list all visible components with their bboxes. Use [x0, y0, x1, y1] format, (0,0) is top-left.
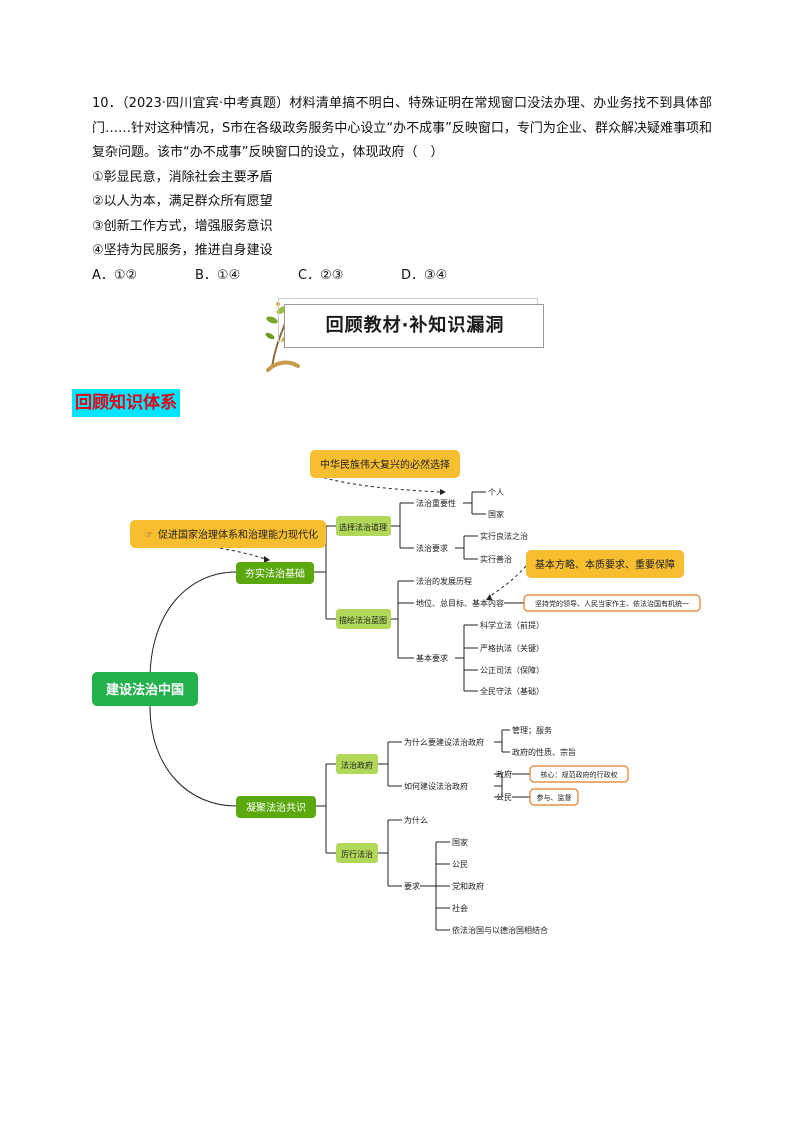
gov-why-item-2: 政府的性质、宗旨	[512, 747, 576, 757]
status-note-label: 基本方略、本质要求、重要保障	[535, 558, 675, 571]
importance-label: 法治重要性	[416, 498, 456, 508]
requirement-item-1: 实行良法之治	[480, 531, 528, 541]
status-note2-box	[523, 594, 701, 612]
question-block: 10．（2023·四川宜宾·中考真题）材料清单搞不明白、特殊证明在常规窗口没法办…	[92, 92, 712, 288]
knowledge-mindmap: 建设法治中国 夯实法治基础 ☞ 促进国家治理体系和治理能力现代化 中华民族伟大复…	[92, 450, 701, 935]
gov-label: 法治政府	[341, 760, 373, 770]
pointer-icon: ☞	[144, 530, 153, 541]
practice-req-item-3: 党和政府	[452, 881, 484, 891]
choose-node[interactable]	[336, 516, 391, 536]
note-modernization	[130, 520, 326, 548]
gov-why-label: 为什么要建设法治政府	[404, 737, 484, 747]
how-gov-note-box	[529, 765, 629, 783]
how-citizen-note-box	[529, 788, 579, 806]
gov-why-item-1: 管理；服务	[512, 725, 552, 735]
choice-c[interactable]: C．②③	[298, 267, 344, 283]
choice-a[interactable]: A．①②	[92, 267, 138, 283]
banner-frame	[284, 304, 544, 348]
gov-node[interactable]	[336, 754, 378, 774]
root-label: 建设法治中国	[106, 682, 184, 698]
status-label: 地位、总目标、基本内容	[416, 598, 504, 608]
statement-1: ①彰显民意，消除社会主要矛盾	[92, 169, 273, 185]
basic-item-2: 严格执法（关键）	[480, 643, 544, 653]
practice-label: 厉行法治	[341, 849, 373, 859]
section-banner: 回顾教材·补知识漏洞	[258, 296, 550, 372]
requirement-item-2: 实行善治	[480, 554, 512, 564]
basic-item-3: 公正司法（保障）	[480, 665, 544, 675]
how-citizen-label: 公民	[496, 793, 512, 802]
importance-item-2: 国家	[488, 509, 504, 519]
statement-2: ②以人为本，满足群众所有愿望	[92, 194, 273, 209]
practice-req-item-2: 公民	[452, 860, 468, 869]
note-rejuvenation	[310, 450, 460, 478]
how-citizen-note-label: 参与、监督	[537, 793, 572, 802]
choose-label: 选择法治道理	[339, 522, 387, 532]
root-node[interactable]	[92, 672, 198, 706]
answer-choices: A．①② B．①④ C．②③ D．③④	[92, 264, 712, 289]
practice-req-item-1: 国家	[452, 837, 468, 847]
statement-3: ③创新工作方式，增强服务意识	[92, 218, 273, 234]
question-stem: 10．（2023·四川宜宾·中考真题）材料清单搞不明白、特殊证明在常规窗口没法办…	[92, 96, 712, 160]
choice-b[interactable]: B．①④	[195, 267, 241, 283]
choice-d[interactable]: D．③④	[401, 267, 448, 283]
how-gov-note-label: 核心：规范政府的行政权	[541, 770, 618, 779]
branch2-label: 凝聚法治共识	[246, 801, 306, 814]
branch1-node[interactable]	[236, 562, 314, 584]
basic-label: 基本要求	[416, 653, 448, 663]
practice-req-item-5: 依法治国与以德治国相结合	[452, 925, 548, 935]
practice-why-label: 为什么	[404, 815, 428, 825]
importance-item-1: 个人	[488, 488, 504, 497]
branch2-node[interactable]	[236, 796, 316, 818]
how-gov-label: 政府	[496, 769, 512, 779]
basic-item-1: 科学立法（前提）	[480, 620, 544, 630]
note-modernization-label: 促进国家治理体系和治理能力现代化	[158, 528, 318, 541]
practice-req-label: 要求	[404, 881, 420, 891]
section-heading: 回顾知识体系	[72, 389, 180, 417]
status-note2-label: 坚持党的领导、人民当家作主、依法治国有机统一	[535, 599, 689, 608]
practice-node[interactable]	[336, 843, 378, 863]
banner-title: 回顾教材·补知识漏洞	[325, 315, 505, 336]
gov-how-label: 如何建设法治政府	[404, 781, 468, 791]
blueprint-label: 描绘法治蓝图	[339, 615, 387, 625]
basic-item-4: 全民守法（基础）	[480, 686, 544, 696]
branch1-label: 夯实法治基础	[245, 567, 305, 580]
blueprint-node[interactable]	[336, 609, 391, 629]
requirement-label: 法治要求	[416, 543, 448, 553]
history-label: 法治的发展历程	[416, 576, 472, 586]
statement-4: ④坚持为民服务，推进自身建设	[92, 243, 273, 258]
status-note-box	[526, 550, 684, 578]
practice-req-item-4: 社会	[452, 903, 468, 913]
note-rejuvenation-label: 中华民族伟大复兴的必然选择	[320, 458, 450, 471]
